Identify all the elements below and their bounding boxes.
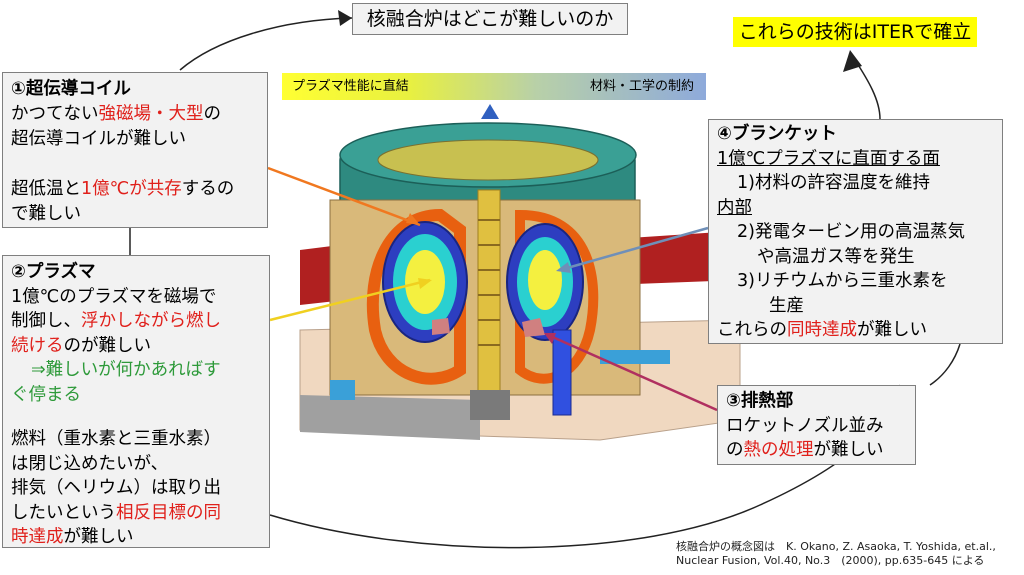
coil-line-1: かつてない強磁場・大型の (11, 104, 221, 124)
plasma-right (528, 250, 562, 310)
coil-line-2: 超伝導コイルが難しい (11, 129, 186, 149)
pointer-exhaust (547, 333, 718, 412)
blanket-line-3: 内部 (717, 197, 752, 218)
cycle-arc-top-left (179, 17, 353, 71)
coil-panel: ①超伝導コイル かつてない強磁場・大型の 超伝導コイルが難しい 超低温と1億℃が… (2, 72, 268, 228)
blanket-line-7: 生産 (769, 295, 804, 316)
plasma-line-6: 燃料（重水素と三重水素） (11, 429, 221, 449)
exhaust-panel: ③排熱部 ロケットノズル並み の熱の処理が難しい (717, 385, 916, 465)
blanket-line-6: 3)リチウムから三重水素を (737, 271, 948, 291)
cycle-arrowhead-right (843, 50, 862, 72)
tf-coil-right (515, 209, 599, 384)
plasma-heading: ②プラズマ (11, 262, 96, 282)
coil-line-3: 超低温と1億℃が共存するの (11, 179, 235, 199)
plasma-line-2: 制御し、浮かしながら燃し (11, 311, 221, 331)
blanket-line-1: 1億℃プラズマに直面する面 (717, 148, 940, 169)
exhaust-pipe (552, 329, 572, 416)
bar-pointer-triangle (481, 104, 499, 119)
pointer-coil (267, 166, 421, 227)
blanket-line-5: や高温ガス等を発生 (757, 246, 915, 267)
tf-coil-left (366, 208, 466, 385)
blanket-line-8: これらの同時達成が難しい (717, 320, 927, 340)
coil-line-4: で難しい (11, 204, 81, 224)
blanket-line-2: 1)材料の許容温度を維持 (737, 173, 930, 193)
pipe-right (600, 350, 670, 364)
plasma-line-9: したいという相反目標の同 (11, 502, 221, 523)
cutaway-face (470, 390, 510, 420)
cycle-arc-right-lower (929, 343, 961, 386)
page-title: 核融合炉はどこが難しいのか (352, 3, 628, 35)
coil-heading: ①超伝導コイル (11, 79, 131, 99)
plasma-line-7: は閉じ込めたいが、 (11, 453, 169, 474)
citation-line-2: Nuclear Fusion, Vol.40, No.3 (2000), pp.… (676, 554, 985, 567)
central-solenoid-rings (478, 219, 500, 346)
plasma-line-1: 1億℃のプラズマを磁場で (11, 286, 217, 307)
exhaust-line-1: ロケットノズル並み (726, 415, 884, 436)
citation: 核融合炉の概念図は K. Okano, Z. Asaoka, T. Yoshid… (676, 540, 1021, 568)
citation-line-1: 核融合炉の概念図は K. Okano, Z. Asaoka, T. Yoshid… (676, 540, 996, 553)
cycle-arrowhead-top (338, 10, 352, 26)
blanket-heading: ④ブランケット (717, 124, 837, 144)
plasma-panel: ②プラズマ 1億℃のプラズマを磁場で 制御し、浮かしながら燃し 続けるのが難しい… (2, 255, 270, 548)
exhaust-heading: ③排熱部 (726, 391, 794, 411)
blanket-line-4: 2)発電タービン用の高温蒸気 (737, 222, 965, 242)
pipe-left (330, 380, 355, 400)
divertor-left (432, 318, 450, 335)
divertor-right (522, 318, 545, 337)
pointer-blanket (559, 226, 709, 272)
iter-note: これらの技術はITERで確立 (733, 17, 977, 47)
bar-right-label: 材料・工学の制約 (589, 79, 694, 94)
performance-constraint-bar: プラズマ性能に直結 材料・工学の制約 (282, 73, 706, 100)
reactor-floor-dark (300, 395, 480, 440)
blanket-panel: ④ブランケット 1億℃プラズマに直面する面 1)材料の許容温度を維持 内部 2)… (708, 119, 1003, 344)
exhaust-line-2: の熱の処理が難しい (726, 440, 884, 460)
cryostat-top-inner (377, 139, 599, 181)
bar-left-label: プラズマ性能に直結 (292, 79, 409, 94)
plasma-line-8: 排気（ヘリウム）は取り出 (11, 478, 221, 498)
plasma-line-3: 続けるのが難しい (11, 335, 151, 356)
plasma-line-4: ⇒難しいが何かあればす (31, 360, 221, 380)
plasma-line-10: 時達成が難しい (11, 527, 134, 547)
pointer-plasma (269, 278, 431, 322)
plasma-line-5: ぐ停まる (11, 384, 81, 405)
